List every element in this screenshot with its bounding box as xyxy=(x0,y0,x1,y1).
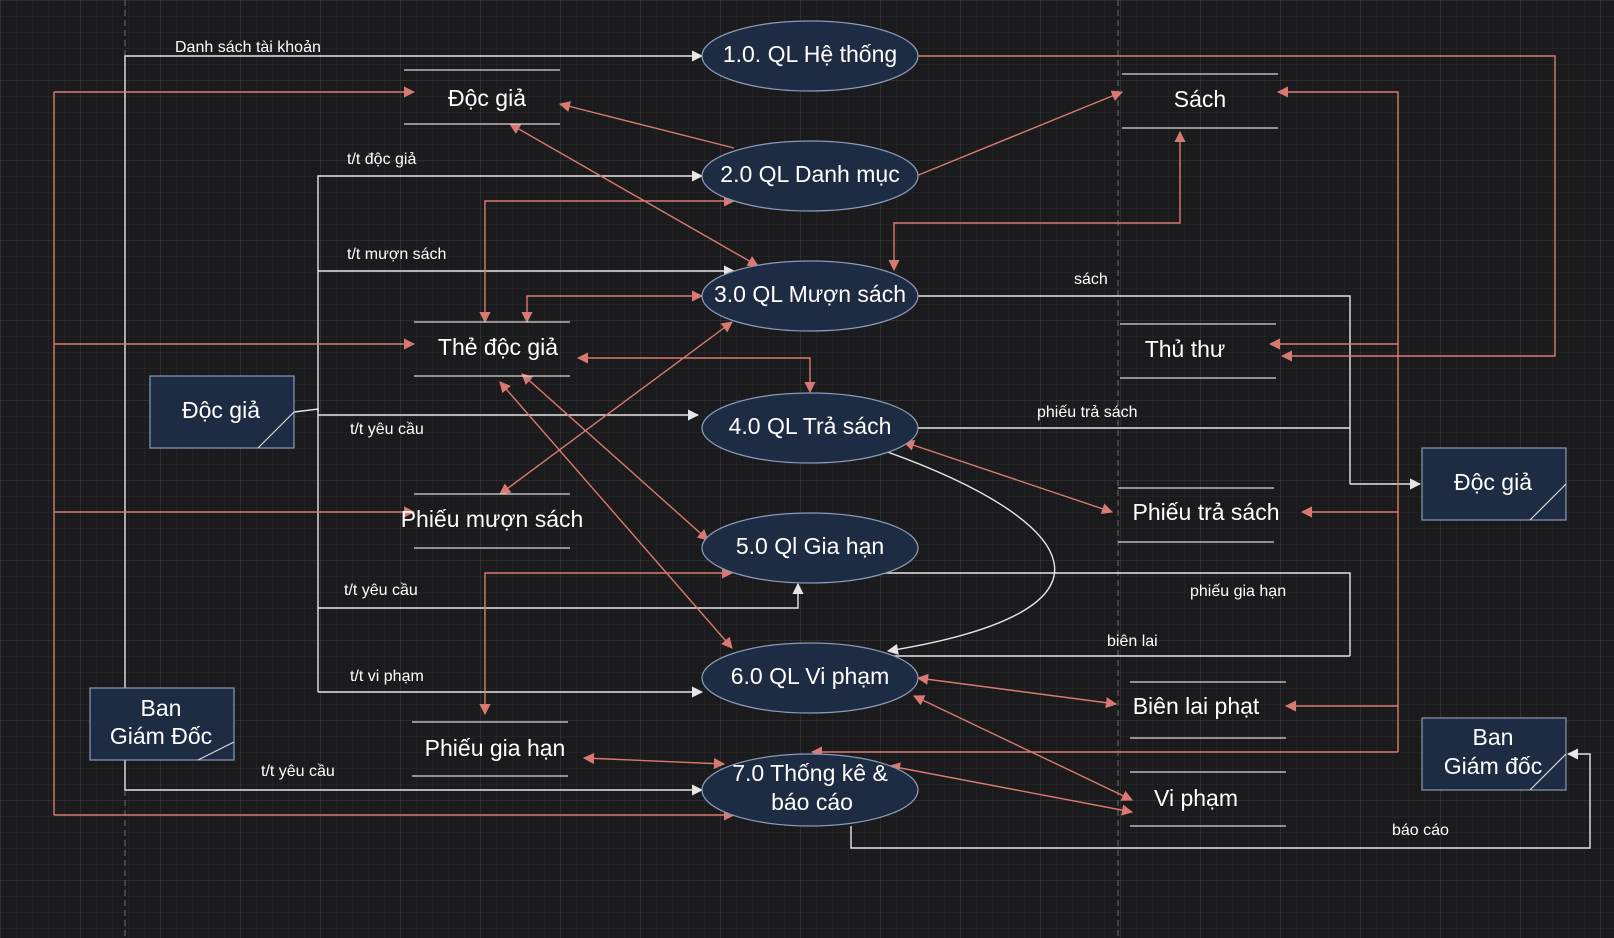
entity-bgd-right-line1: Ban xyxy=(1473,724,1514,750)
flow-tt-yeu-cau-3 xyxy=(124,760,704,796)
store-bien-lai-phat[interactable]: Biên lai phạt xyxy=(1130,681,1286,739)
store-vi-pham-label: Vi phạm xyxy=(1154,785,1238,811)
red-flows xyxy=(53,55,1556,821)
flow-bao-cao xyxy=(850,748,1591,849)
label-tt-yeu-cau-3: t/t yêu cầu xyxy=(261,763,335,780)
label-bien-lai: biên lai xyxy=(1107,633,1158,650)
store-phieu-tra-sach[interactable]: Phiếu trả sách xyxy=(1118,487,1280,543)
entity-doc-gia-left-label: Độc giả xyxy=(182,397,260,423)
store-phieu-gia-han-label: Phiếu gia hạn xyxy=(425,735,566,761)
store-bien-lai-phat-label: Biên lai phạt xyxy=(1133,693,1260,719)
entity-bgd-left-line1: Ban xyxy=(141,695,182,721)
flow-sach-out xyxy=(916,295,1351,484)
entity-ban-giam-doc-right[interactable]: Ban Giám đốc xyxy=(1421,717,1567,791)
label-tt-doc-gia: t/t độc giả xyxy=(347,151,416,168)
store-thu-thu-label: Thủ thư xyxy=(1145,336,1226,362)
process-3[interactable]: 3.0 QL Mượn sách xyxy=(701,260,919,332)
lane-dividers xyxy=(124,0,1119,938)
label-danh-sach-tai-khoan: Danh sách tài khoản xyxy=(175,39,321,56)
process-6[interactable]: 6.0 QL Vi phạm xyxy=(701,642,919,714)
label-tt-yeu-cau-2: t/t yêu cầu xyxy=(344,582,418,599)
entity-bgd-left-line2: Giám Đốc xyxy=(110,723,212,749)
label-phieu-tra-sach: phiếu trả sách xyxy=(1037,404,1138,421)
label-tt-muon-sach: t/t mượn sách xyxy=(347,246,446,263)
flow-labels: Danh sách tài khoản t/t độc giả t/t mượn… xyxy=(175,39,1449,839)
entity-doc-gia-left[interactable]: Độc giả xyxy=(149,375,295,449)
process-7-label-line2: báo cáo xyxy=(771,789,853,815)
label-phieu-gia-han: phiếu gia hạn xyxy=(1190,583,1286,600)
process-4[interactable]: 4.0 QL Trả sách xyxy=(701,392,919,464)
store-sach[interactable]: Sách xyxy=(1122,73,1278,129)
store-doc-gia-label: Độc giả xyxy=(448,85,526,111)
label-bao-cao: báo cáo xyxy=(1392,822,1449,839)
process-2[interactable]: 2.0 QL Danh mục xyxy=(701,140,919,212)
entity-bgd-right-line2: Giám đốc xyxy=(1444,753,1542,779)
store-phieu-muon-sach[interactable]: Phiếu mượn sách xyxy=(401,493,584,549)
process-7-label-line1: 7.0 Thống kê & xyxy=(732,760,888,786)
store-the-doc-gia[interactable]: Thẻ độc giả xyxy=(414,321,570,377)
flow-tt-yeu-cau-2 xyxy=(318,582,804,609)
label-tt-vi-pham: t/t vi phạm xyxy=(350,668,424,685)
process-6-label: 6.0 QL Vi phạm xyxy=(731,663,890,689)
store-thu-thu[interactable]: Thủ thư xyxy=(1120,323,1276,379)
flow-danh-sach-tai-khoan xyxy=(124,50,704,690)
flow-doc-gia-trunk xyxy=(293,408,319,692)
process-1-label: 1.0. QL Hệ thống xyxy=(723,41,897,67)
store-the-doc-gia-label: Thẻ độc giả xyxy=(438,334,558,360)
process-5-label: 5.0 Ql Gia hạn xyxy=(736,533,884,559)
process-1[interactable]: 1.0. QL Hệ thống xyxy=(701,20,919,92)
entity-doc-gia-right-label: Độc giả xyxy=(1454,469,1532,495)
store-sach-label: Sách xyxy=(1174,86,1226,112)
label-sach: sách xyxy=(1074,271,1108,288)
process-2-label: 2.0 QL Danh mục xyxy=(720,161,899,187)
process-4-label: 4.0 QL Trả sách xyxy=(729,413,892,439)
store-phieu-tra-sach-label: Phiếu trả sách xyxy=(1132,499,1279,525)
store-phieu-gia-han[interactable]: Phiếu gia hạn xyxy=(412,721,568,777)
entity-doc-gia-right[interactable]: Độc giả xyxy=(1421,447,1567,521)
flow-phieu-gia-han-out xyxy=(884,572,1351,656)
store-doc-gia[interactable]: Độc giả xyxy=(404,69,560,125)
entity-ban-giam-doc-left[interactable]: Ban Giám Đốc xyxy=(89,687,235,761)
process-5[interactable]: 5.0 Ql Gia hạn xyxy=(701,512,919,584)
store-vi-pham[interactable]: Vi phạm xyxy=(1130,771,1286,827)
process-3-label: 3.0 QL Mượn sách xyxy=(714,281,906,307)
label-tt-yeu-cau-1: t/t yêu cầu xyxy=(350,421,424,438)
store-phieu-muon-sach-label: Phiếu mượn sách xyxy=(401,506,584,532)
process-7[interactable]: 7.0 Thống kê & báo cáo xyxy=(701,753,919,827)
